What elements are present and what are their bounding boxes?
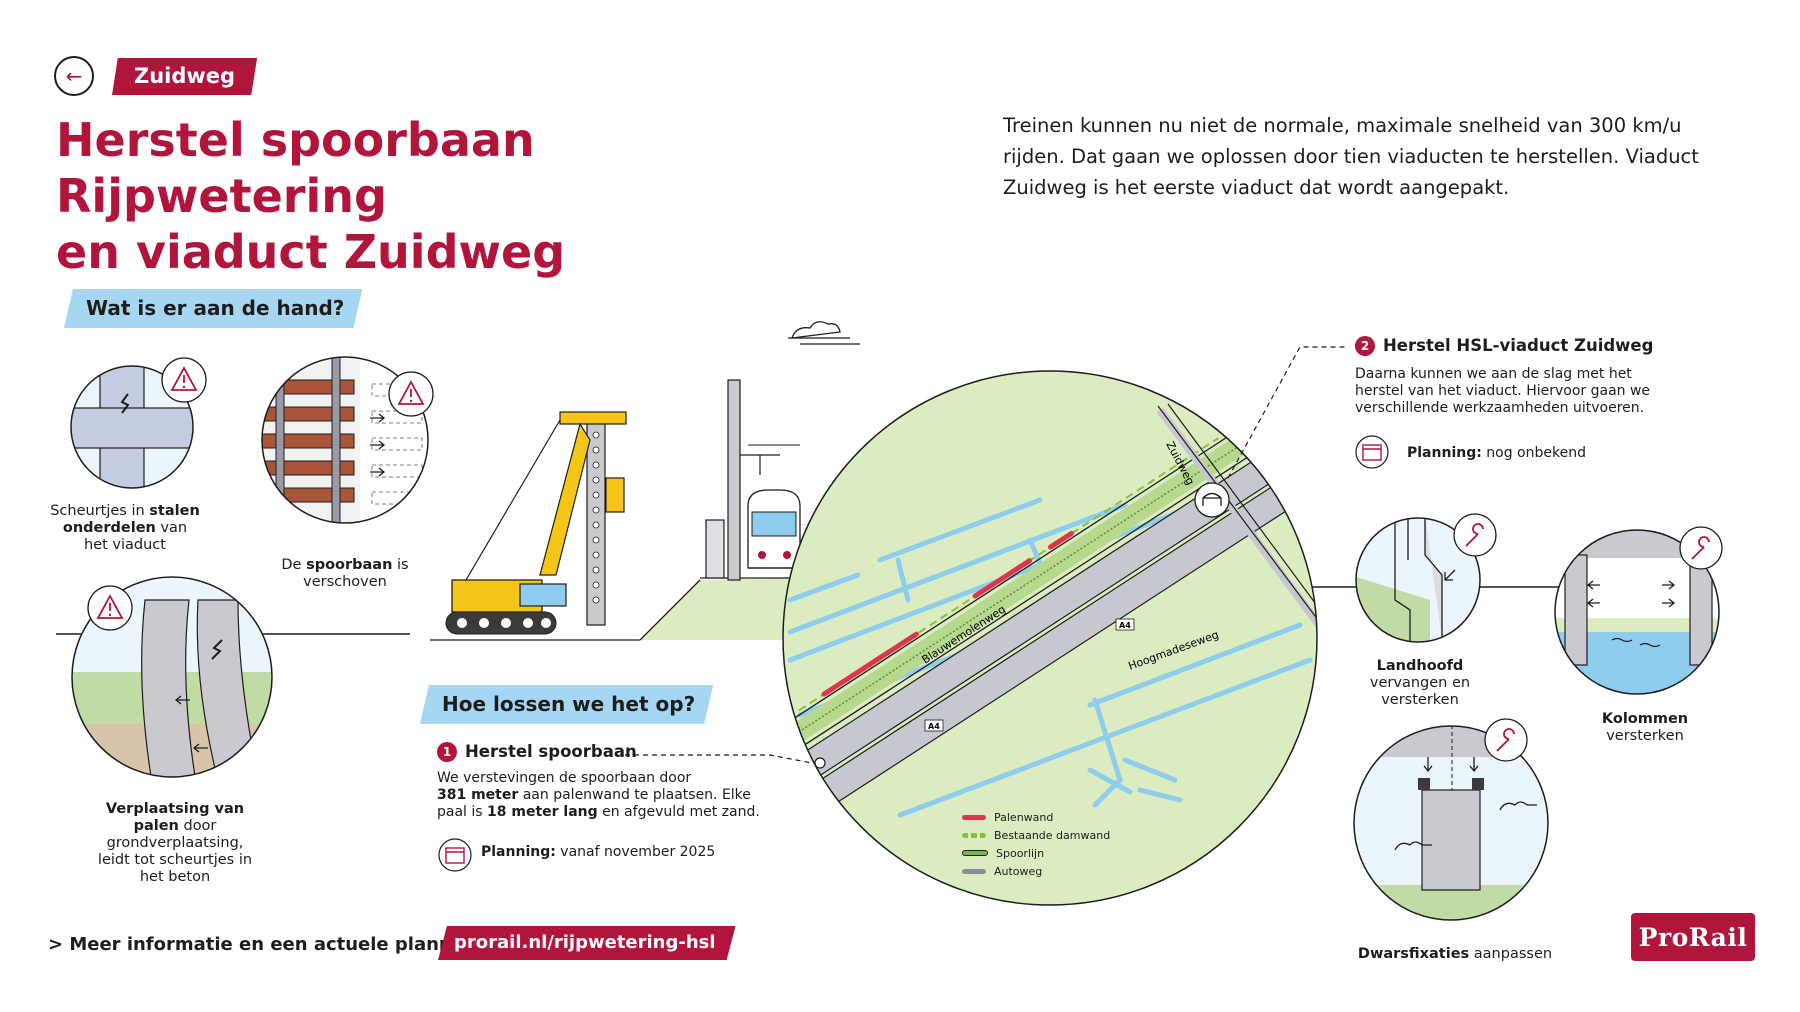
legend-item: Bestaande damwand <box>962 826 1110 844</box>
leader-line-2 <box>1227 346 1348 479</box>
caption-abutment: Landhoofd vervangen en versterken <box>1369 658 1471 708</box>
warning-icon <box>170 366 198 391</box>
step-planning: Planning: nog onbekend <box>1407 445 1586 461</box>
more-info-text: > Meer informatie en een actuele plannin… <box>48 934 491 955</box>
title-line-2: en viaduct Zuidweg <box>56 225 566 279</box>
pile-displacement-illustration <box>71 576 273 778</box>
warning-icon <box>397 380 425 405</box>
intro-text: Treinen kunnen nu niet de normale, maxim… <box>1003 114 1699 199</box>
wrench-icon <box>1465 523 1484 547</box>
step-title: Herstel spoorbaan <box>465 742 637 761</box>
svg-text:A4: A4 <box>1119 621 1131 630</box>
road-shield-a4-1: A4 <box>1115 618 1135 631</box>
step-2: 2 Herstel HSL-viaduct Zuidweg Daarna kunn… <box>1355 336 1653 462</box>
caption-pile-displacement: Verplaatsing van palen door grondverplaa… <box>97 801 253 885</box>
map-illustration: Zuidweg Blauwemolenweg Hoogmadeseweg A4 … <box>782 370 1318 906</box>
steel-cracks-illustration <box>70 357 207 489</box>
back-button[interactable]: ← <box>54 56 94 96</box>
crane-train-scene <box>430 321 860 641</box>
step-description: We verstevingen de spoorbaan door 381 me… <box>437 770 760 820</box>
step-number: 2 <box>1355 336 1375 356</box>
legend-item: Spoorlijn <box>962 844 1110 862</box>
abutment-illustration <box>1355 513 1497 643</box>
leader-line-1 <box>625 754 813 764</box>
info-link[interactable]: prorail.nl/rijpwetering-hsl <box>438 926 736 960</box>
step-planning: Planning: vanaf november 2025 <box>481 844 716 860</box>
fixings-illustration <box>1353 718 1549 921</box>
wrench-icon <box>1496 728 1515 752</box>
warning-icon <box>96 594 124 619</box>
page-title: Herstel spoorbaan Rijpwetering en viaduc… <box>56 112 876 280</box>
problem-heading: Wat is er aan de hand? <box>64 289 363 328</box>
road-shield-a4-2: A4 <box>924 719 944 732</box>
map-legend: Palenwand Bestaande damwand Spoorlijn Au… <box>962 808 1110 880</box>
step-title: Herstel HSL-viaduct Zuidweg <box>1383 336 1654 355</box>
solution-heading: Hoe lossen we het op? <box>420 685 714 724</box>
svg-text:A4: A4 <box>928 722 940 731</box>
title-line-1: Herstel spoorbaan Rijpwetering <box>56 113 535 223</box>
cloud-icon <box>791 321 841 339</box>
prorail-logo: ProRail <box>1631 913 1755 961</box>
caption-columns: Kolommen versterken <box>1601 711 1689 744</box>
arrow-left-icon: ← <box>65 64 83 88</box>
caption-steel-cracks: Scheurtjes in stalen onderdelen van het … <box>50 503 200 553</box>
caption-fixings: Dwarsfixaties aanpassen <box>1357 946 1553 962</box>
wrench-icon <box>1691 536 1710 560</box>
step-1: 1 Herstel spoorbaan We verstevingen de sp… <box>437 742 760 861</box>
legend-item: Palenwand <box>962 808 1110 826</box>
shifted-track-illustration <box>261 356 434 524</box>
location-tag: Zuidweg <box>112 58 258 95</box>
step-description: Daarna kunnen we aan de slag met het her… <box>1355 366 1651 416</box>
columns-illustration <box>1554 526 1723 695</box>
calendar-icon <box>1355 435 1389 469</box>
step-number: 1 <box>437 742 457 762</box>
viaduct-icon <box>1202 492 1222 506</box>
legend-item: Autoweg <box>962 862 1110 880</box>
calendar-icon <box>438 838 472 872</box>
caption-shifted-track: De spoorbaan is verschoven <box>281 557 409 590</box>
